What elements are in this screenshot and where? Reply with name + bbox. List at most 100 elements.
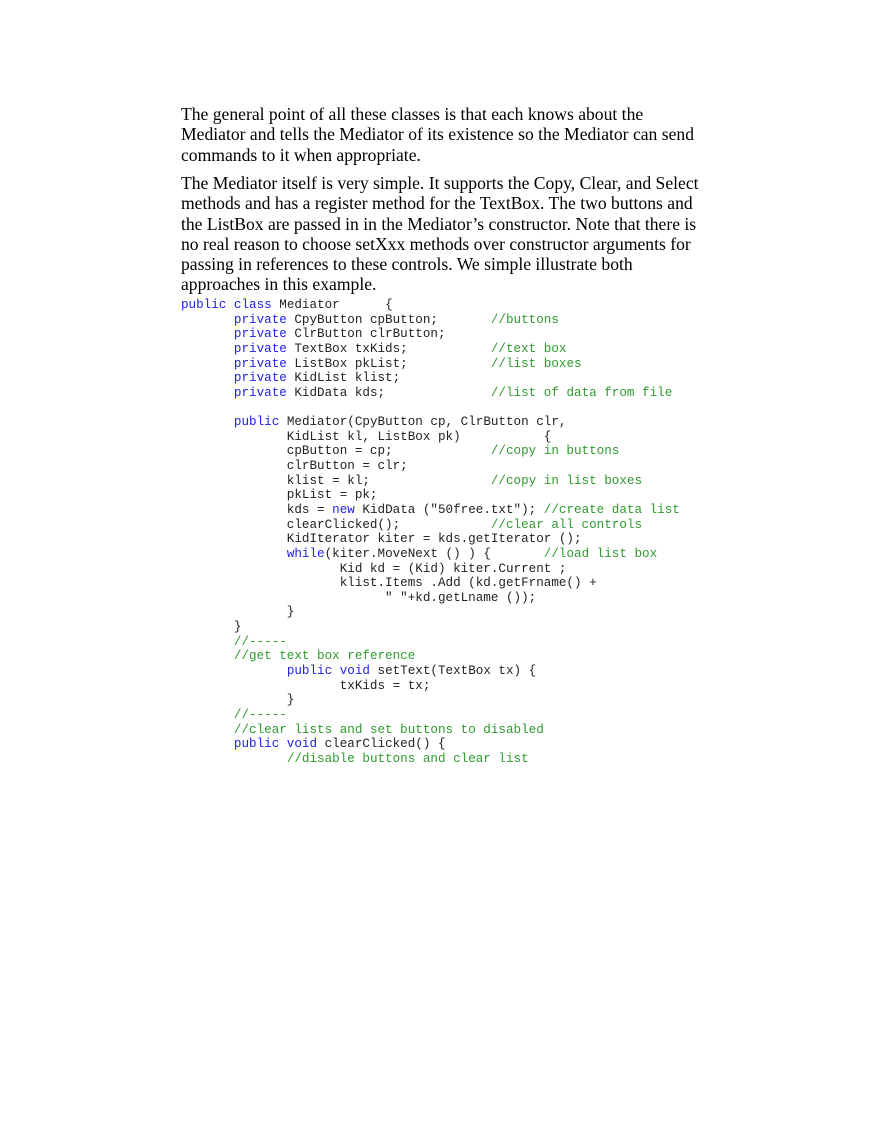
- code-text: Kid kd = (Kid) kiter.Current ;: [181, 561, 567, 576]
- code-line: [181, 400, 680, 415]
- code-comment: //copy in list boxes: [490, 473, 643, 488]
- code-keyword: while: [286, 546, 325, 561]
- code-keyword: private: [233, 371, 287, 386]
- code-line: public Mediator(CpyButton cp, ClrButton …: [181, 415, 680, 430]
- code-line: //get text box reference: [181, 649, 680, 664]
- code-line: }: [181, 693, 680, 708]
- code-comment: //list of data from file: [490, 385, 673, 400]
- paragraph-line: passing in references to these controls.…: [181, 254, 633, 275]
- paragraph-intro: The general point of all these classes i…: [181, 104, 721, 165]
- code-text: [181, 327, 234, 341]
- code-line: while(kiter.MoveNext () ) { //load list …: [181, 547, 680, 562]
- code-text: Mediator {: [271, 298, 393, 312]
- code-line: private ClrButton clrButton;: [181, 327, 680, 342]
- code-comment: //buttons: [490, 312, 559, 327]
- code-keyword: new: [332, 502, 355, 517]
- code-text: [181, 723, 234, 737]
- code-comment: //create data list: [543, 502, 680, 517]
- paragraph-line: no real reason to choose setXxx methods …: [181, 233, 691, 254]
- code-line: clrButton = clr;: [181, 459, 680, 474]
- code-comment: //-----: [233, 634, 287, 649]
- code-line: }: [181, 620, 680, 635]
- code-text: }: [181, 605, 295, 620]
- code-comment: //list boxes: [490, 356, 582, 371]
- code-line: }: [181, 605, 680, 620]
- paragraph-line: the ListBox are passed in in the Mediato…: [181, 213, 697, 234]
- paragraph-line: The general point of all these classes i…: [181, 104, 644, 124]
- code-line: //disable buttons and clear list: [181, 752, 680, 767]
- code-line: Kid kd = (Kid) kiter.Current ;: [181, 562, 680, 577]
- paragraph-line: Mediator and tells the Mediator of its e…: [181, 124, 695, 145]
- code-text: KidData ("50free.txt");: [354, 502, 544, 517]
- paragraph-line: methods and has a register method for th…: [181, 193, 693, 214]
- code-line: private CpyButton cpButton; //buttons: [181, 313, 680, 328]
- code-line: //-----: [181, 708, 680, 723]
- code-text: [181, 547, 287, 561]
- code-text: ClrButton clrButton;: [286, 327, 446, 342]
- code-line: kds = new KidData ("50free.txt"); //crea…: [181, 503, 680, 518]
- code-text: TextBox txKids;: [286, 341, 491, 356]
- code-text: kds =: [181, 502, 333, 517]
- code-keyword: private: [233, 312, 287, 327]
- paragraph-line: The Mediator itself is very simple. It s…: [181, 173, 699, 193]
- code-text: (kiter.MoveNext () ) {: [324, 546, 544, 561]
- code-text: txKids = tx;: [181, 678, 431, 693]
- paragraph-mediator-description: The Mediator itself is very simple. It s…: [181, 173, 721, 295]
- code-line: KidList kl, ListBox pk) {: [181, 430, 680, 445]
- code-line: public void clearClicked() {: [181, 737, 680, 752]
- code-keyword: public: [233, 415, 280, 430]
- code-keyword: public void: [286, 664, 370, 679]
- code-line: private TextBox txKids; //text box: [181, 342, 680, 357]
- code-line: pkList = pk;: [181, 488, 680, 503]
- code-text: [181, 635, 234, 649]
- code-line: public void setText(TextBox tx) {: [181, 664, 680, 679]
- code-comment: //clear lists and set buttons to disable…: [233, 722, 544, 737]
- code-text: CpyButton cpButton;: [286, 312, 491, 327]
- code-text: KidIterator kiter = kds.getIterator ();: [181, 532, 582, 547]
- code-line: clearClicked(); //clear all controls: [181, 518, 680, 533]
- code-text: setText(TextBox tx) {: [369, 664, 537, 679]
- code-text: cpButton = cp;: [181, 444, 491, 459]
- code-text: KidList kl, ListBox pk) {: [181, 429, 552, 444]
- code-line: txKids = tx;: [181, 679, 680, 694]
- code-text: [181, 415, 234, 429]
- code-text: KidData kds;: [286, 385, 491, 400]
- code-text: [181, 313, 234, 327]
- code-comment: //get text box reference: [233, 649, 416, 664]
- code-text: [181, 752, 287, 766]
- code-text: [181, 386, 234, 400]
- code-text: }: [181, 693, 295, 708]
- code-comment: //clear all controls: [490, 517, 643, 532]
- code-line: private KidList klist;: [181, 371, 680, 386]
- code-line: private KidData kds; //list of data from…: [181, 386, 680, 401]
- code-text: [181, 737, 234, 751]
- code-text: clearClicked() {: [317, 737, 446, 752]
- code-text: KidList klist;: [286, 371, 401, 386]
- code-line: cpButton = cp; //copy in buttons: [181, 444, 680, 459]
- code-listing: public class Mediator { private CpyButto…: [181, 298, 680, 767]
- code-comment: //disable buttons and clear list: [286, 751, 529, 766]
- code-text: [181, 342, 234, 356]
- code-line: private ListBox pkList; //list boxes: [181, 357, 680, 372]
- code-line: klist.Items .Add (kd.getFrname() +: [181, 576, 680, 591]
- code-text: clearClicked();: [181, 517, 491, 532]
- code-comment: //text box: [490, 341, 567, 356]
- code-text: }: [181, 620, 242, 635]
- code-text: [181, 664, 287, 678]
- code-comment: //load list box: [543, 546, 658, 561]
- code-text: Mediator(CpyButton cp, ClrButton clr,: [279, 415, 567, 430]
- code-keyword: private: [233, 385, 287, 400]
- code-line: klist = kl; //copy in list boxes: [181, 474, 680, 489]
- code-text: clrButton = clr;: [181, 459, 408, 474]
- code-text: klist = kl;: [181, 473, 491, 488]
- paragraph-line: approaches in this example.: [181, 274, 377, 295]
- code-keyword: private: [233, 356, 287, 371]
- code-text: [181, 708, 234, 722]
- code-text: klist.Items .Add (kd.getFrname() +: [181, 576, 597, 591]
- code-comment: //copy in buttons: [490, 444, 620, 459]
- code-keyword: private: [233, 327, 287, 342]
- code-text: [181, 649, 234, 663]
- code-text: pkList = pk;: [181, 488, 378, 503]
- code-line: //-----: [181, 635, 680, 650]
- code-keyword: private: [233, 341, 287, 356]
